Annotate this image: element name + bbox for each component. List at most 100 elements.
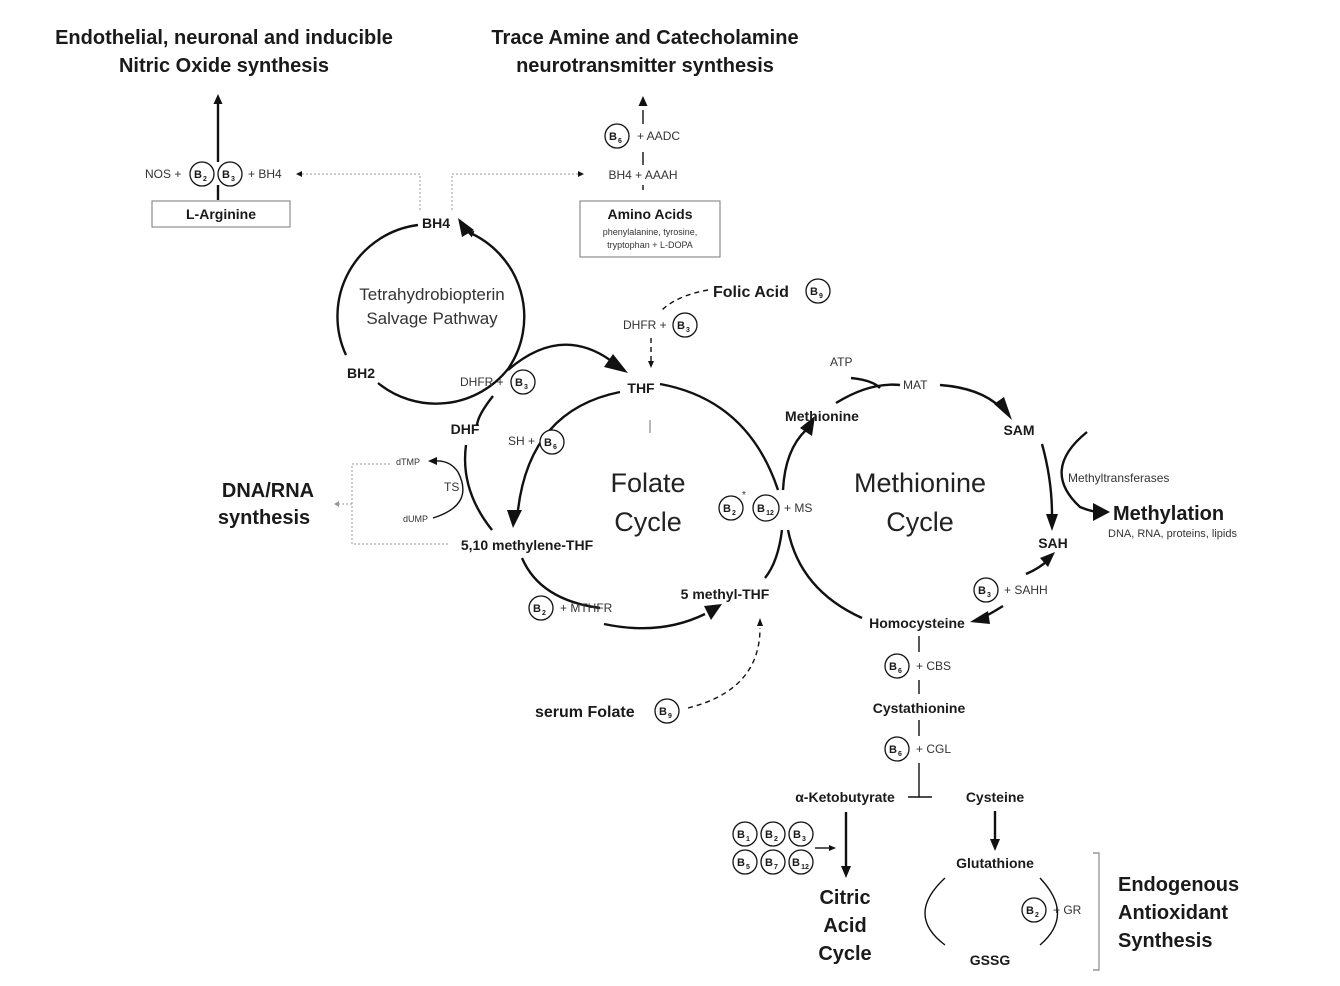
bh2-node: BH2 [347,365,375,381]
svg-text:3: 3 [231,176,235,183]
svg-text:B: B [222,169,230,181]
mthfr-label: + MTHFR [560,601,613,615]
b3-vitamin-icon: B 3 [973,577,999,603]
b6-vitamin-icon: B 6 [884,736,910,762]
homocysteine-node: Homocysteine [869,615,965,631]
nos-bh4-label: + BH4 [248,167,282,181]
svg-text:B: B [765,829,773,841]
b12-vitamin-icon: B 12 [752,494,780,522]
bh4-node: BH4 [422,215,450,231]
svg-text:B: B [889,744,897,756]
neurotransmitter-heading-line-1: Trace Amine and Catecholamine [491,27,798,49]
ms-label: + MS [784,501,812,515]
dtmp-label: dTMP [396,457,420,467]
svg-text:3: 3 [987,592,991,599]
gr-label: + GR [1053,903,1082,917]
dhfr-bh2-label: DHFR + [460,375,504,389]
nos-label: NOS + [145,167,181,181]
amino-acids-label: Amino Acids [607,206,692,222]
bh4-salvage-cycle: BH4 BH2 DHFR + B 3 [336,215,536,405]
glutathione-branch: Glutathione GSSG B 2 + GR [924,811,1100,971]
glutathione-node: Glutathione [956,855,1034,871]
antioxidant-heading-line-1: Endogenous [1118,874,1239,896]
antioxidant-heading-line-2: Antioxidant [1118,902,1228,924]
dhfr-folic-label: DHFR + [623,318,667,332]
svg-text:B: B [765,857,773,869]
b3-vitamin-icon: B 3 [672,312,698,338]
antioxidant-heading-line-3: Synthesis [1118,930,1212,952]
svg-text:B: B [677,320,685,332]
svg-text:B: B [659,706,667,718]
amino-acids-sub-line-1: phenylalanine, tyrosine, [603,227,698,237]
svg-text:9: 9 [819,293,823,300]
bh4-aaah-label: BH4 + AAAH [608,168,677,182]
serum-folate-node: serum Folate [535,704,635,721]
svg-text:B: B [793,829,801,841]
bh4-cycle-label-line-1: Tetrahydrobiopterin [359,285,505,304]
cbs-label: + CBS [916,659,951,673]
sah-node: SAH [1038,535,1068,551]
b2-asterisk: * [742,490,746,501]
b6-vitamin-icon: B 6 [884,653,910,679]
b2-vitamin-icon: B 2 [760,821,786,847]
methylation-heading: Methylation [1113,503,1224,525]
svg-text:3: 3 [802,836,806,843]
b9-vitamin-icon: B 9 [805,278,831,304]
svg-text:12: 12 [801,864,809,871]
svg-text:2: 2 [732,510,736,517]
thymidylate-synthase-loop: dTMP dUMP TS [334,457,464,545]
methyltransferases-label: Methyltransferases [1068,471,1169,485]
folic-acid-input: Folic Acid B 9 DHFR + B 3 [623,278,831,368]
b2-vitamin-icon: B 2 [189,161,215,187]
svg-text:B: B [978,585,986,597]
svg-text:B: B [757,503,765,515]
serum-folate-input: serum Folate B 9 [535,618,763,724]
neurotransmitter-branch: B 6 + AADC BH4 + AAAH Amino Acids phenyl… [579,96,721,258]
sahh-label: + SAHH [1004,583,1048,597]
svg-text:B: B [609,131,617,143]
atp-label: ATP [830,355,852,369]
folate-cycle-label-line-1: Folate [610,468,685,498]
methylene-thf-node: 5,10 methylene-THF [461,537,594,553]
methionine-synthase: B 2 * B 12 + MS [718,490,812,522]
svg-text:B: B [792,857,800,869]
methionine-node: Methionine [785,408,859,424]
neurotransmitter-heading-line-2: neurotransmitter synthesis [516,55,774,77]
nitric-oxide-heading-line-2: Nitric Oxide synthesis [119,55,329,77]
citric-acid-branch: B 1 B 2 B 3 B 5 B 7 B 12 [732,812,851,878]
b6-vitamin-icon: B 6 [604,123,630,149]
svg-text:B: B [737,857,745,869]
svg-text:6: 6 [553,444,557,451]
b6-vitamin-icon: B 6 [539,429,565,455]
citric-acid-heading-line-2: Acid [823,915,866,937]
svg-text:3: 3 [524,384,528,391]
l-arginine-label: L-Arginine [186,206,256,222]
svg-text:2: 2 [542,610,546,617]
svg-text:6: 6 [898,668,902,675]
methylation-subtitle: DNA, RNA, proteins, lipids [1108,528,1237,540]
b3-vitamin-icon: B 3 [510,369,536,395]
amino-acids-box [579,200,721,258]
folate-cycle: THF 5,10 methylene-THF 5 methyl-THF SH +… [461,380,784,630]
bh4-cycle-label-line-2: Salvage Pathway [366,309,498,328]
dump-label: dUMP [403,514,428,524]
thf-node: THF [627,380,655,396]
svg-text:12: 12 [766,510,774,517]
ts-label: TS [444,480,459,494]
gssg-node: GSSG [970,952,1011,968]
nitric-oxide-heading-line-1: Endothelial, neuronal and inducible [55,27,393,49]
b12-vitamin-icon: B 12 [788,849,814,875]
svg-text:B: B [544,437,552,449]
svg-text:7: 7 [774,864,778,871]
svg-text:6: 6 [618,138,622,145]
svg-text:2: 2 [1035,912,1039,919]
svg-text:6: 6 [898,751,902,758]
sh-label: SH + [508,434,535,448]
dhf-node: DHF [451,421,480,437]
amino-acids-sub-line-2: tryptophan + L-DOPA [607,240,693,250]
ketobutyrate-node: α-Ketobutyrate [795,789,895,805]
methyl-thf-node: 5 methyl-THF [681,586,770,602]
svg-text:B: B [533,603,541,615]
nitric-oxide-branch: NOS + B 2 B 3 + BH4 L-Arginine [145,94,291,228]
